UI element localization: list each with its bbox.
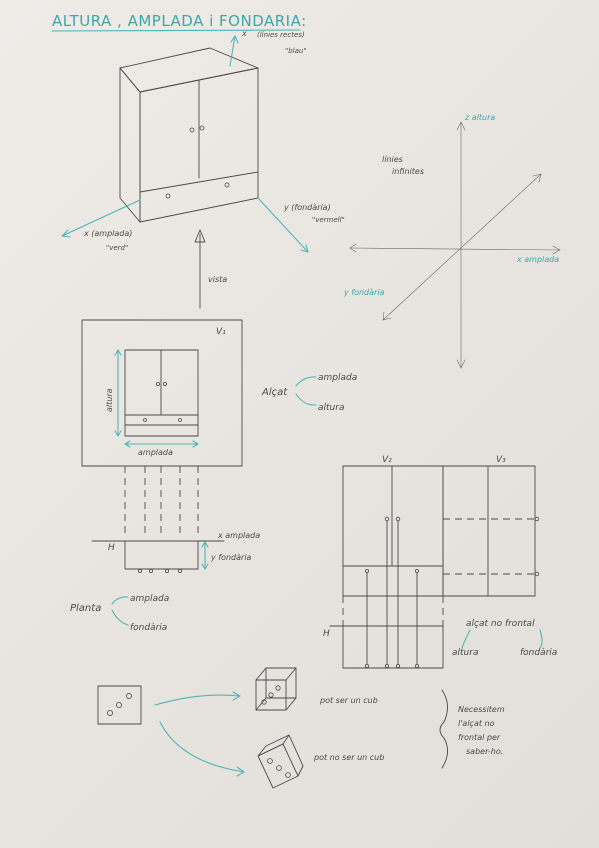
planta-amplada: amplada <box>130 594 169 604</box>
planta-fondaria: fondària <box>130 623 167 633</box>
prism-sketch <box>257 734 304 789</box>
page-title: ALTURA , AMPLADA i FONDARIA: <box>52 12 307 30</box>
axis-x-top <box>229 35 236 67</box>
wardrobe-isometric <box>119 47 259 223</box>
v1-label: V₁ <box>216 327 226 337</box>
axis-y-label: y (fondària) <box>283 203 331 212</box>
right-altura-label: altura <box>452 648 478 658</box>
infinite-note-2: infinites <box>392 167 424 176</box>
infinite-note-1: línies <box>382 155 403 164</box>
projection-lines-v1-h <box>124 466 199 538</box>
can-be-cube-label: pot ser un cub <box>319 696 378 705</box>
cannot-be-cube-label: pot no ser un cub <box>313 753 384 762</box>
right-fondaria-label: fondària <box>520 648 557 658</box>
axis-y-depth <box>257 197 309 253</box>
axis-x-top-color: "blau" <box>285 47 307 55</box>
width-label: amplada <box>138 448 173 457</box>
top-view-knobs <box>137 569 182 574</box>
projection-plane-v1 <box>81 319 243 467</box>
axis-x-width <box>61 199 141 237</box>
infinite-z-label: z altura <box>464 113 495 122</box>
cube-note-3: frontal per <box>458 733 501 742</box>
v2-label: V₂ <box>382 455 392 465</box>
square-face-view <box>97 685 142 725</box>
height-label: altura <box>105 388 114 412</box>
infinite-y-label: y fondària <box>343 288 385 297</box>
axis-x-top-note: (línies rectes) <box>257 31 305 39</box>
axis-x-top-label: x <box>241 29 247 38</box>
wardrobe-front-view <box>124 349 199 437</box>
h-label: H <box>108 543 115 553</box>
alcat-label: Alçat <box>261 387 288 398</box>
axis-y-color: "vermell" <box>312 216 345 224</box>
h-x-amplada: x amplada <box>217 531 260 540</box>
right-h-label: H <box>323 629 330 639</box>
cube-note-2: l'alçat no <box>458 719 495 728</box>
title-underline <box>51 29 301 32</box>
cube-note-1: Necessitem <box>458 705 505 714</box>
infinite-x-label: x amplada <box>516 255 559 264</box>
h-y-fondaria: y fondària <box>210 553 252 562</box>
right-projection-views <box>329 465 540 669</box>
alcat-no-frontal-label: alçat no frontal <box>466 619 535 629</box>
alcat-amplada: amplada <box>318 373 357 383</box>
arrow-to-cube <box>154 694 241 706</box>
wardrobe-top-view <box>124 540 199 570</box>
view-arrow-label: vista <box>208 275 227 284</box>
curly-brace <box>439 689 448 769</box>
cube-sketch <box>255 667 297 711</box>
v3-label: V₃ <box>496 455 506 465</box>
axis-x-label: x (amplada) <box>83 229 132 238</box>
alcat-altura: altura <box>318 403 344 413</box>
cube-note-4: saber-ho. <box>466 747 503 756</box>
axis-x-color: "verd" <box>106 244 128 252</box>
infinite-axes <box>349 121 561 369</box>
arrow-to-prism <box>159 721 245 773</box>
planta-label: Planta <box>70 603 101 614</box>
